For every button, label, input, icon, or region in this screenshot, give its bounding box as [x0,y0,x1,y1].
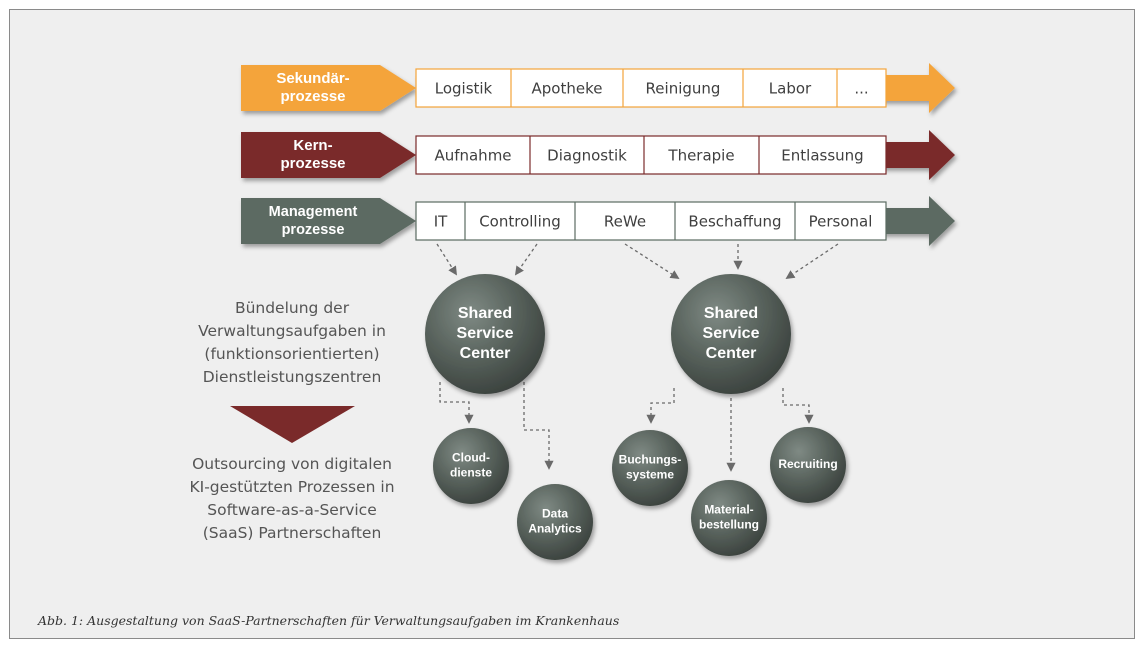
service-label: Material-bestellung [699,503,759,532]
dashed-arrow-3 [624,243,680,279]
band-label-block [241,132,416,178]
cell-sekundaer-4: ... [854,80,868,98]
cell-sekundaer-2: Reinigung [646,80,721,98]
service-buchungssysteme: Buchungs-systeme [612,430,688,506]
band-cells-box [415,201,887,241]
dashed-arrow-2 [514,243,538,276]
service-label: Buchungs-systeme [619,453,682,482]
cell-management-3: Beschaffung [688,213,781,231]
down-triangle [230,406,355,443]
service-label: Recruiting [778,457,837,471]
service-recruiting: Recruiting [770,427,846,503]
band-label-text: Sekundär-prozesse [276,70,349,105]
dashed-arrow-8 [646,388,675,424]
service-circle [691,480,767,556]
band-cells-box [415,135,887,175]
cell-kern-1: Diagnostik [547,147,627,165]
dashed-arrow-7 [523,382,554,470]
band-label-text: Kern-prozesse [280,137,345,172]
service-circle [433,428,509,504]
band-kern: Kern-prozesse Aufnahme Diagnostik Therapie E… [241,130,955,180]
cell-management-4: Personal [809,213,873,231]
center-circle [425,274,545,394]
service-circle [612,430,688,506]
process-diagram: Sekundär-prozesse Logistik Apotheke Reinigu… [189,63,955,560]
cell-sekundaer-3: Labor [769,80,812,98]
cell-sekundaer-0: Logistik [435,80,493,98]
cell-sekundaer-1: Apotheke [532,80,603,98]
band-label-block [241,65,416,111]
cell-kern-0: Aufnahme [434,147,511,165]
dashed-arrow-1 [436,243,457,276]
figure-panel: Sekundär-prozesse Logistik Apotheke Reinigu… [9,9,1135,639]
service-label: Cloud-dienste [450,451,492,480]
band-sekundaer: Sekundär-prozesse Logistik Apotheke Reinigu… [241,63,955,113]
dashed-arrow-5 [785,243,839,280]
band-label-block [241,198,416,244]
band-cells-box [415,68,887,108]
cell-management-0: IT [434,213,448,231]
cell-kern-3: Entlassung [781,147,863,165]
cell-management-1: Controlling [479,213,561,231]
service-materialbestellung: Material-bestellung [691,480,767,556]
cell-kern-2: Therapie [667,147,734,165]
dashed-arrow-10 [782,388,814,424]
service-circle [770,427,846,503]
cell-management-2: ReWe [604,213,646,231]
service-circle [517,484,593,560]
service-clouddienste: Cloud-dienste [433,428,509,504]
figure-caption: Abb. 1: Ausgestaltung von SaaS-Partnersc… [38,613,620,628]
center-circle [671,274,791,394]
